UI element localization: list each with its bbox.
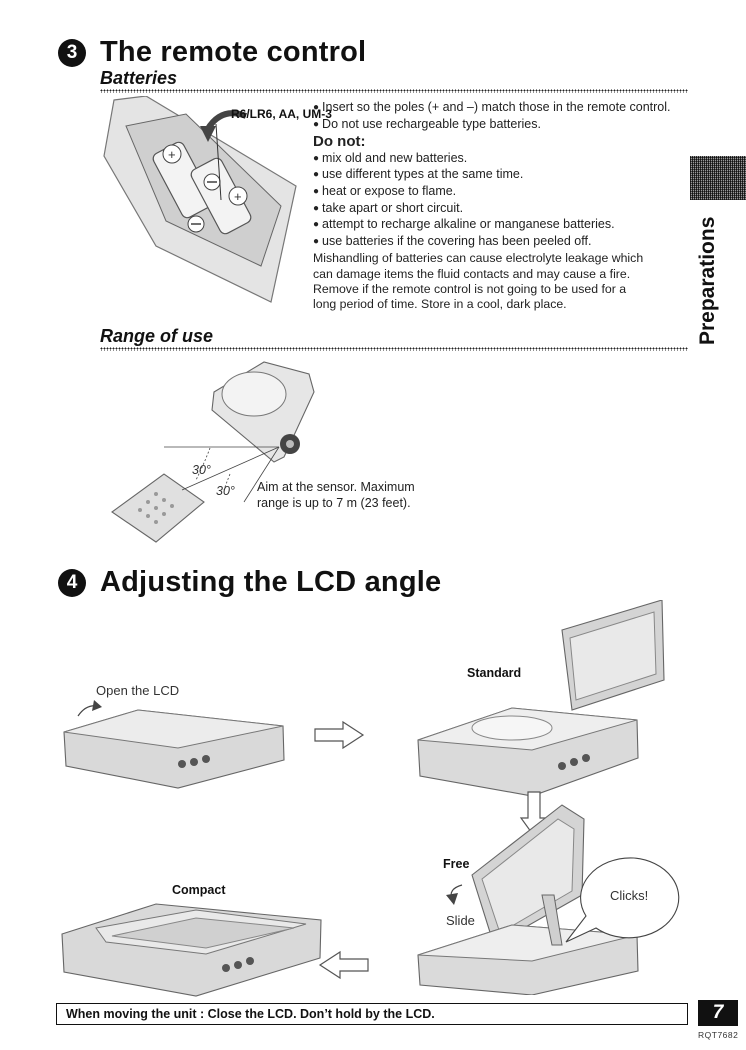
side-tab-label: Preparations [696, 216, 719, 345]
donot-item: attempt to recharge alkaline or manganes… [313, 217, 685, 234]
compact-label: Compact [172, 883, 226, 897]
donot-item: take apart or short circuit. [313, 201, 685, 218]
range-caption: Aim at the sensor. Maximum range is up t… [257, 479, 415, 511]
mishandling-line: long period of time. Store in a cool, da… [313, 297, 567, 312]
compact-player-illustration [61, 903, 322, 997]
side-tab-marker [690, 156, 746, 200]
section-number-badge: 4 [58, 568, 86, 597]
svg-text:+: + [234, 189, 242, 204]
mishandling-warning: Mishandling of batteries can cause elect… [313, 251, 685, 312]
arrow-left-icon [318, 950, 369, 980]
arrow-right-icon [314, 720, 365, 750]
battery-bullet: Insert so the poles (+ and –) match thos… [313, 100, 685, 117]
caption-line: Aim at the sensor. Maximum [257, 480, 415, 494]
donot-heading: Do not: [313, 133, 366, 151]
section-number-badge: 3 [58, 38, 86, 67]
battery-bullet: Do not use rechargeable type batteries. [313, 117, 685, 134]
range-illustration [111, 361, 315, 543]
free-label: Free [443, 857, 470, 871]
standard-player-illustration [417, 600, 665, 797]
remote-battery-illustration: + + [103, 96, 297, 303]
batteries-heading: Batteries [100, 68, 178, 88]
caption-line: range is up to 7 m (23 feet). [257, 496, 411, 510]
range-divider [100, 347, 688, 351]
free-player-illustration [417, 804, 639, 995]
donot-item: heat or expose to flame. [313, 184, 685, 201]
standard-label: Standard [467, 666, 522, 680]
range-heading: Range of use [100, 326, 214, 346]
range-angle-label: 30° [192, 463, 211, 477]
mishandling-line: Remove if the remote control is not goin… [313, 281, 627, 296]
closed-player-illustration [63, 700, 285, 789]
slide-label: Slide [446, 913, 475, 928]
batteries-divider [100, 89, 688, 93]
svg-text:+: + [168, 147, 176, 162]
clicks-label: Clicks! [610, 888, 649, 903]
donot-item: mix old and new batteries. [313, 151, 685, 168]
mishandling-line: Mishandling of batteries can cause elect… [313, 251, 644, 266]
remote-section-heading: 3 The remote control [58, 36, 366, 69]
section-title: Adjusting the LCD angle [100, 566, 442, 598]
batteries-instructions: Insert so the poles (+ and –) match thos… [313, 100, 685, 313]
range-angle-label: 30° [216, 484, 235, 498]
open-lcd-label: Open the LCD [96, 683, 180, 698]
model-code: RQT7682 [698, 1030, 739, 1040]
mishandling-line: can damage items the fluid contacts and … [313, 266, 631, 281]
page-number: 7 [698, 1000, 738, 1026]
lcd-section-heading: 4 Adjusting the LCD angle [58, 566, 441, 599]
clicks-callout [565, 857, 680, 943]
donot-item: use batteries if the covering has been p… [313, 234, 685, 251]
battery-type-label: R6/LR6, AA, UM-3 [231, 107, 332, 121]
footer-notice: When moving the unit : Close the LCD. Do… [56, 1003, 688, 1025]
section-title: The remote control [100, 36, 367, 68]
donot-item: use different types at the same time. [313, 167, 685, 184]
